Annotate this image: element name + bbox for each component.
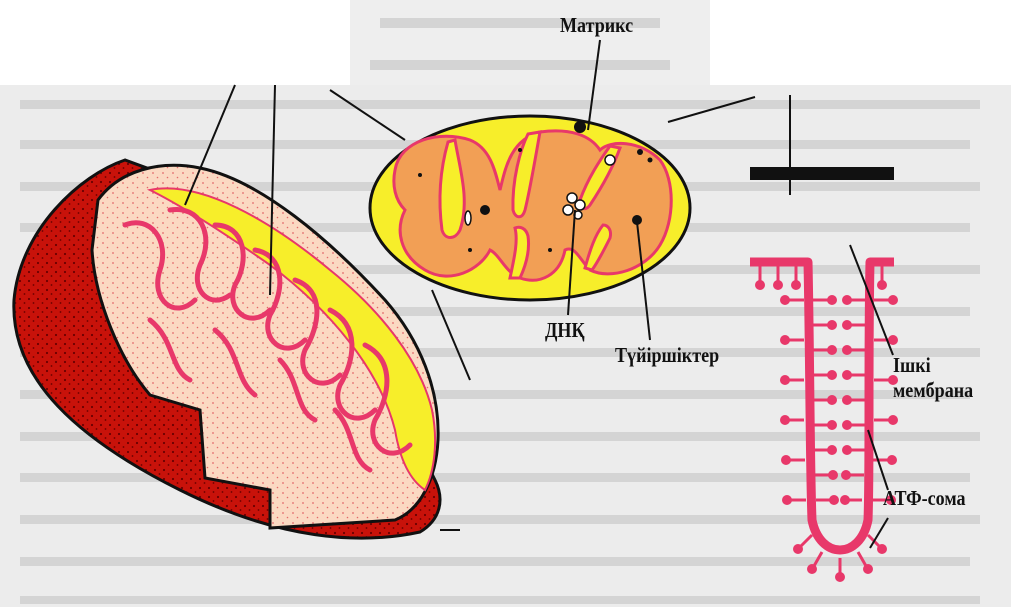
mitochondrion-3d-cutaway	[14, 85, 460, 538]
membrane-detail	[750, 95, 897, 581]
outer-membrane-bar	[750, 167, 894, 180]
label-granules: Түйіршіктер	[615, 344, 719, 366]
crista-u	[750, 262, 894, 550]
label-atp-synthase: АТФ-сома	[883, 487, 966, 509]
label-inner-membrane-line1: Ішкі	[893, 354, 931, 376]
atp-synthase-knobs	[757, 266, 897, 581]
label-inner-membrane-line2: мембрана	[893, 379, 973, 401]
label-dna: ДНҚ	[545, 319, 585, 341]
label-matrix: Матрикс	[560, 14, 633, 36]
